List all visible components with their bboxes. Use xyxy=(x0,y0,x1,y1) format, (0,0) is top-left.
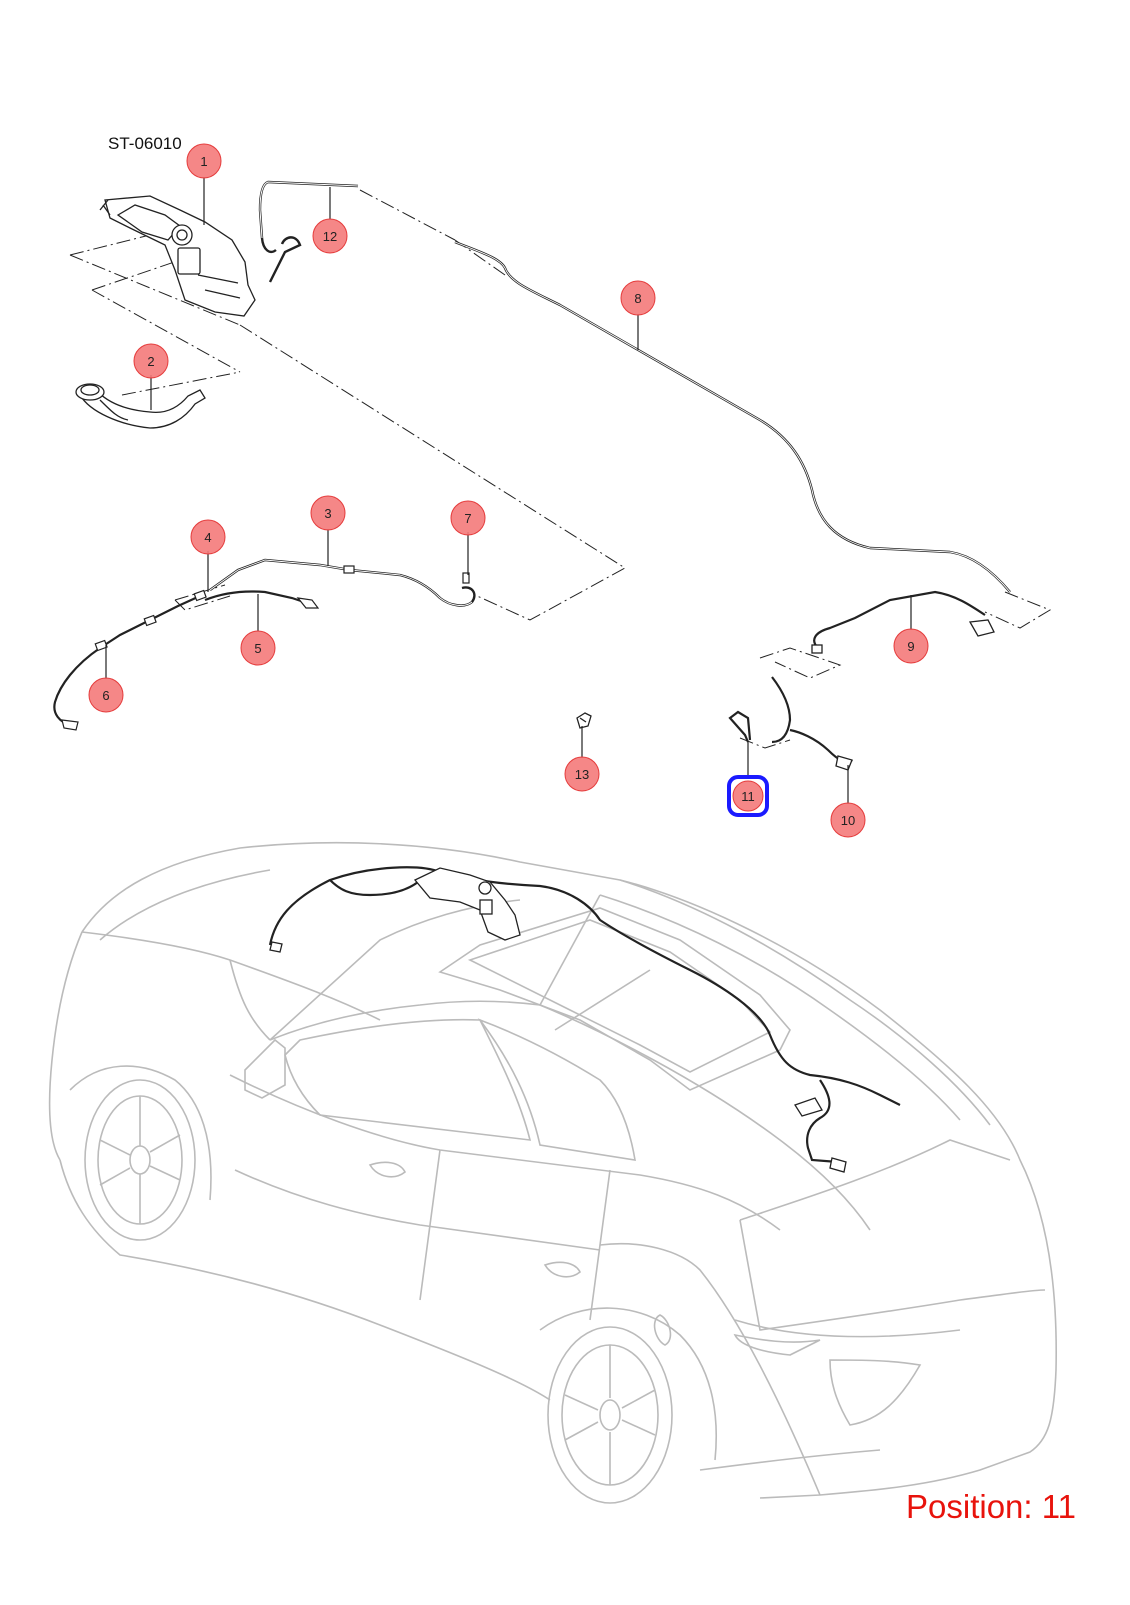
callout-9[interactable]: 9 xyxy=(893,628,929,664)
filler-neck xyxy=(75,383,206,429)
callout-circle xyxy=(564,756,600,792)
connectors xyxy=(61,565,470,731)
front-washer-hose xyxy=(209,558,476,607)
callout-number: 13 xyxy=(575,767,589,782)
callout-7[interactable]: 7 xyxy=(450,500,486,536)
callout-number: 9 xyxy=(907,639,914,654)
callout-8[interactable]: 8 xyxy=(620,280,656,316)
callout-circle xyxy=(450,500,486,536)
hose-clip xyxy=(576,712,592,729)
callout-11[interactable]: 11 xyxy=(727,775,769,817)
callout-circle xyxy=(186,143,222,179)
callout-number: 7 xyxy=(464,511,471,526)
callout-circle xyxy=(190,519,226,555)
vehicle-outline xyxy=(48,841,1058,1504)
diagram-code: ST-06010 xyxy=(108,134,182,153)
callout-1[interactable]: 1 xyxy=(186,143,222,179)
callout-12[interactable]: 12 xyxy=(312,218,348,254)
callout-circle xyxy=(240,630,276,666)
callout-13[interactable]: 13 xyxy=(564,756,600,792)
callout-number: 10 xyxy=(841,813,855,828)
callout-circle xyxy=(312,218,348,254)
callout-circle xyxy=(893,628,929,664)
callout-5[interactable]: 5 xyxy=(240,630,276,666)
installed-washer-system xyxy=(268,866,901,1164)
callout-number: 1 xyxy=(200,154,207,169)
callout-circle xyxy=(88,677,124,713)
callout-circle xyxy=(732,780,764,812)
callout-number: 12 xyxy=(323,229,337,244)
callout-circle xyxy=(830,802,866,838)
callout-circle xyxy=(133,343,169,379)
rear-nozzle xyxy=(811,619,995,771)
washer-reservoir xyxy=(99,195,256,317)
rear-washer-hoses xyxy=(728,590,986,764)
callout-circle xyxy=(620,280,656,316)
callout-number: 2 xyxy=(147,354,154,369)
callout-number: 3 xyxy=(324,506,331,521)
callout-number: 11 xyxy=(741,789,755,804)
callout-2[interactable]: 2 xyxy=(133,343,169,379)
callout-number: 8 xyxy=(634,291,641,306)
callout-6[interactable]: 6 xyxy=(88,677,124,713)
callout-circle xyxy=(310,495,346,531)
callout-number: 6 xyxy=(102,688,109,703)
installed-reservoir xyxy=(269,867,847,1173)
callout-4[interactable]: 4 xyxy=(190,519,226,555)
leader-lines xyxy=(105,177,912,804)
callout-number: 4 xyxy=(204,530,211,545)
callout-3[interactable]: 3 xyxy=(310,495,346,531)
callout-10[interactable]: 10 xyxy=(830,802,866,838)
callout-number: 5 xyxy=(254,641,261,656)
position-label: Position: 11 xyxy=(906,1488,1076,1525)
